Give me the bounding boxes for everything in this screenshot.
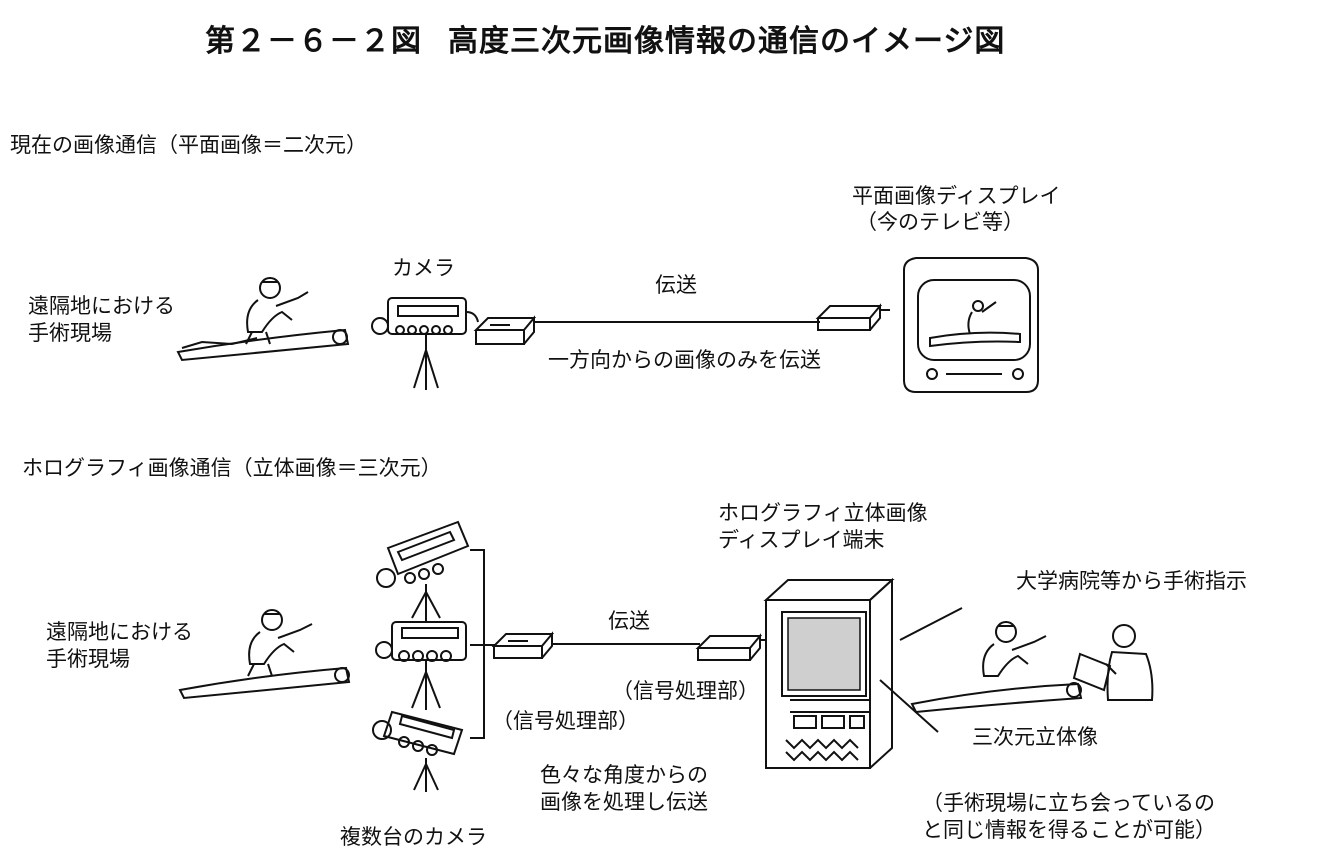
camera-array — [372, 520, 470, 792]
presence-note-1: （手術現場に立ち会っているの — [922, 791, 1215, 815]
figure-title: 第２－６－２図高度三次元画像情報の通信のイメージ図 — [205, 16, 1005, 60]
video-camera-icon — [376, 520, 470, 588]
presence-note-2: と同じ情報を得ることが可能） — [922, 818, 1216, 842]
multiple-cameras-label: 複数台のカメラ — [340, 825, 487, 849]
surgery-scene-top — [176, 277, 350, 362]
camera-bracket — [470, 549, 496, 739]
processor-label-right: （信号処理部） — [612, 679, 759, 703]
holo-display-label-1: ホログラフィ立体画像 — [718, 501, 928, 525]
figure-number: 第２－６－２図 — [205, 24, 422, 59]
holographic-display-icon — [763, 577, 895, 769]
camera-label: カメラ — [392, 256, 455, 280]
transmit-label-bottom: 伝送 — [608, 609, 650, 633]
flat-display-label-1: 平面画像ディスプレイ — [852, 184, 1061, 208]
figure-title-text: 高度三次元画像情報の通信のイメージ図 — [448, 24, 1006, 59]
oneway-note: 一方向からの画像のみを伝送 — [548, 348, 821, 372]
remote-doctor-figure-icon — [1072, 624, 1154, 701]
angles-note-2: 画像を処理し伝送 — [540, 790, 708, 814]
flat-display-label-2: （今のテレビ等） — [856, 210, 1024, 234]
transmit-label-top: 伝送 — [655, 273, 697, 297]
signal-processor-box-icon — [491, 631, 555, 659]
processor-label-left: （信号処理部） — [492, 709, 639, 733]
stereo-image-scene — [910, 621, 1083, 714]
holo-site-label-1: 遠隔地における — [46, 620, 193, 644]
surgery-scene-bottom — [178, 609, 351, 700]
holo-section-heading: ホログラフィ画像通信（立体画像＝三次元） — [22, 456, 442, 480]
surgeon-figure-icon — [245, 277, 309, 345]
signal-processor-box-icon — [815, 303, 890, 331]
signal-processor-box-icon — [473, 315, 537, 345]
surgeon-figure-icon — [982, 621, 1047, 677]
angles-note-1: 色々な角度からの — [540, 763, 708, 787]
hospital-instruction-label: 大学病院等から手術指示 — [1016, 569, 1247, 593]
current-site-label-1: 遠隔地における — [28, 294, 175, 318]
pointer-to-display — [899, 607, 963, 641]
stereo-image-label: 三次元立体像 — [972, 725, 1098, 749]
signal-processor-box-icon — [695, 633, 766, 661]
video-camera-icon — [371, 297, 479, 390]
current-site-label-2: 手術現場 — [28, 321, 112, 345]
current-section-heading: 現在の画像通信（平面画像＝二次元） — [10, 133, 367, 157]
television-icon — [903, 257, 1039, 393]
video-camera-icon — [372, 710, 464, 756]
pointer-to-stereo — [879, 679, 939, 733]
video-camera-icon — [375, 621, 467, 662]
holo-site-label-2: 手術現場 — [46, 647, 130, 671]
holo-display-label-2: ディスプレイ端末 — [718, 528, 885, 552]
surgeon-figure-icon — [247, 609, 313, 677]
